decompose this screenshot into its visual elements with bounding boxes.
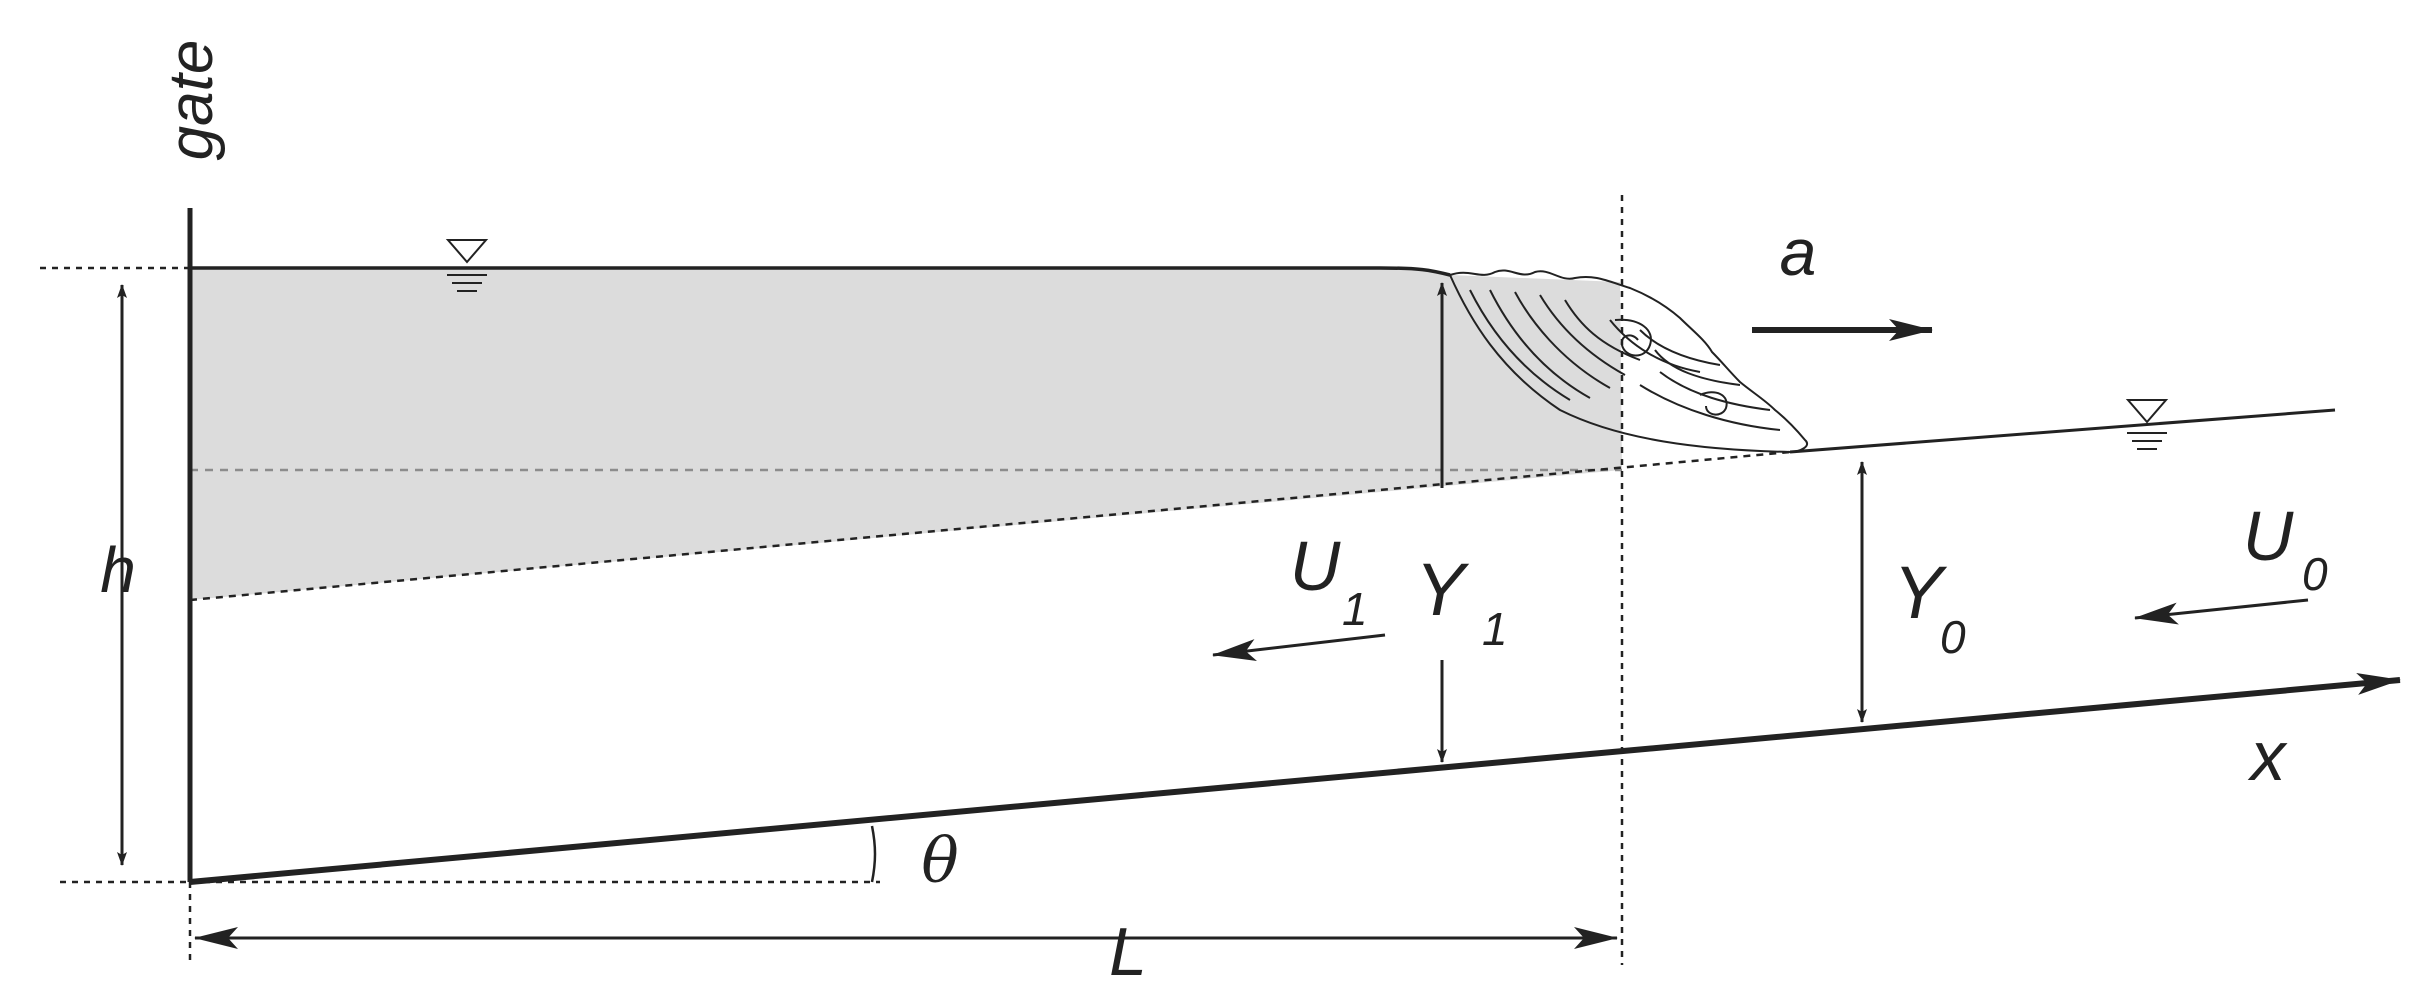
gate-label: gate — [157, 40, 226, 161]
channel-bed-axis — [189, 672, 2401, 885]
theta-label: θ — [921, 824, 958, 897]
inverted-triangle-icon — [2125, 399, 2169, 450]
theta-angle-arc — [870, 825, 877, 883]
u1-velocity-arrow — [1212, 633, 1386, 661]
u1-label: U — [1290, 527, 1341, 605]
turbulent-roller-icon — [1449, 269, 1809, 453]
y1-subscript: 1 — [1482, 603, 1508, 655]
u0-velocity-arrow — [2134, 598, 2309, 625]
y0-subscript: 0 — [1940, 611, 1966, 663]
downstream-water-surface — [1789, 408, 2336, 454]
initial-surface-line — [189, 450, 1791, 602]
inverted-triangle-icon — [445, 239, 489, 292]
y0-label: Y — [1893, 551, 1947, 634]
y1-label: Y — [1415, 548, 1469, 631]
upstream-water-region — [190, 268, 1622, 600]
h-label: h — [100, 534, 136, 606]
upstream-water-surface — [190, 266, 1451, 277]
u0-label: U — [2243, 497, 2294, 575]
l-label: L — [1109, 914, 1147, 990]
a-label: a — [1780, 215, 1817, 289]
u0-subscript: 0 — [2302, 548, 2328, 600]
u1-subscript: 1 — [1342, 583, 1368, 635]
x-axis-label: x — [2248, 717, 2289, 795]
